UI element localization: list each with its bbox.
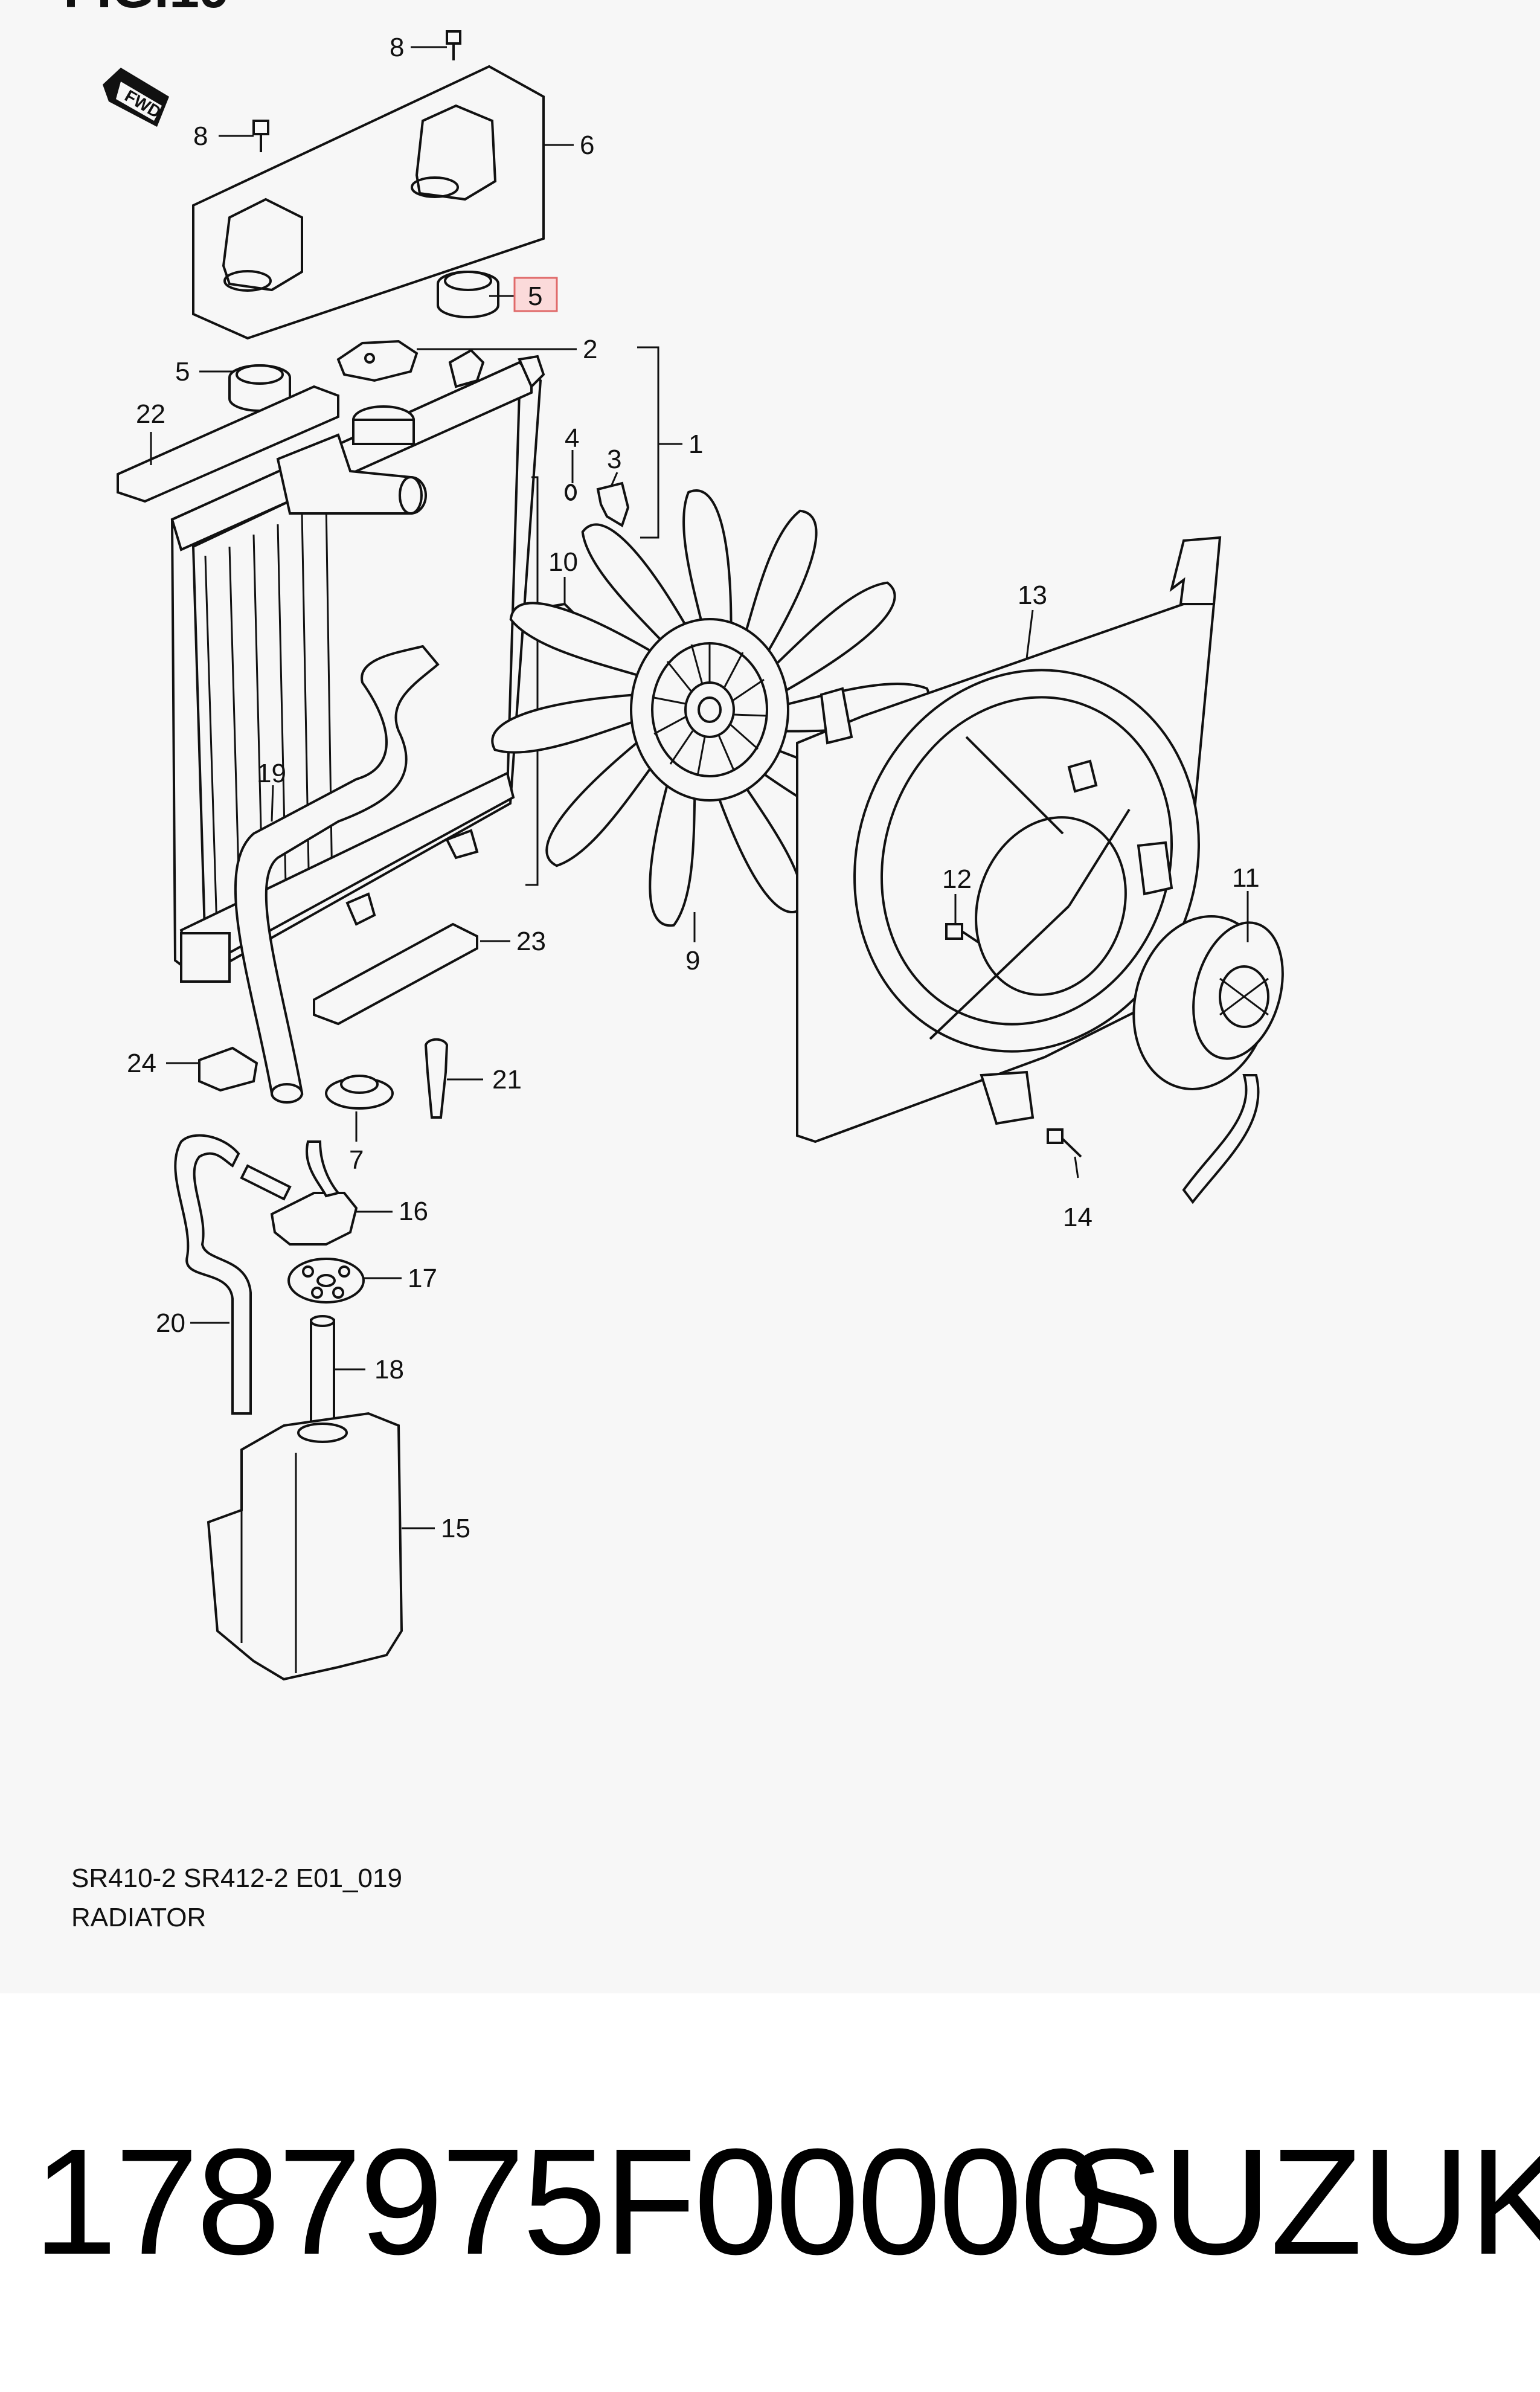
callout-15[interactable]: 15 [441,1514,470,1543]
part-11-fan-motor [1132,915,1284,1204]
part-8-bolt-left [252,120,269,152]
diagram-code-caption: SR410-2 SR412-2 E01_019 [71,1863,402,1893]
callout-12[interactable]: 12 [942,864,972,894]
part-19-lower-hose [234,645,440,1104]
part-23-seal-strip [313,922,478,1026]
diagram-name-caption: RADIATOR [71,1903,207,1932]
diagram-panel: FIG.19 FWD [63,0,1284,1932]
part-5-grommet-right [437,271,499,318]
part-24-pad [198,1046,258,1092]
part-22-upper-support [117,385,339,503]
callout-22[interactable]: 22 [136,399,165,429]
part-1-radiator-core [170,349,545,983]
part-4-o-ring [565,484,577,501]
callout-6[interactable]: 7 [349,1145,364,1175]
callout-2[interactable]: 2 [583,335,597,364]
callout-8b: 8 [193,121,208,151]
callout-16[interactable]: 16 [399,1197,428,1226]
callout-11[interactable]: 11 [1232,863,1260,893]
callout-10[interactable]: 10 [548,547,578,577]
part-18-tube [310,1315,335,1436]
part-13-fan-shroud [796,536,1222,1143]
callout-labels: 8 8 6 5 5 2 22 4 3 1 10 13 19 12 11 23 9… [127,33,1260,1543]
callout-5b[interactable]: 5 [528,281,542,311]
part-14-bolt [1047,1128,1082,1158]
part-12-screw [945,923,980,944]
callout-20[interactable]: 20 [156,1308,185,1338]
part-8-bolt-top [446,30,461,60]
fwd-arrow-icon: FWD [103,68,169,127]
callout-21[interactable]: 21 [492,1065,522,1095]
highlight-box [513,277,558,312]
figure-title: FIG.19 [63,0,229,19]
callout-5a[interactable]: 5 [175,357,190,387]
part-6-cushion [325,1075,394,1110]
part-2-radiator-cap [336,339,419,382]
part-15-reservoir-tank [207,1412,403,1681]
callout-17[interactable]: 17 [408,1264,437,1293]
part-7-upper-bracket [192,65,545,340]
footer [0,1993,1540,2392]
callout-9[interactable]: 9 [685,946,700,976]
callout-4[interactable]: 4 [565,423,579,453]
part-9-fan-blade [491,489,930,927]
part-3-drain-plug [596,481,630,527]
callout-1-bracket [637,346,682,539]
callout-18[interactable]: 18 [374,1355,404,1384]
brand-name: SUZUKI [1063,2117,1540,2286]
callout-14[interactable]: 14 [1063,1203,1092,1232]
part-21-pin [424,1038,449,1119]
part-20-reservoir-hose [174,1134,252,1415]
callout-23[interactable]: 23 [516,927,546,956]
callout-1[interactable]: 1 [688,429,703,459]
part-number: 1787975F00000 [33,2117,1104,2286]
part-16-reservoir-cap [240,1140,358,1246]
leader-lines [150,46,1249,1529]
callout-13[interactable]: 13 [1018,580,1047,610]
callout-7: 6 [580,130,594,160]
callout-side-bracket [525,476,539,886]
callout-8a: 8 [390,33,404,62]
callout-19[interactable]: 19 [257,759,286,788]
radiator-exploded-diagram: FIG.19 FWD [63,0,1284,1681]
callout-24[interactable]: 24 [127,1049,156,1078]
part-17-gasket [287,1258,365,1304]
callout-3[interactable]: 3 [607,445,621,474]
